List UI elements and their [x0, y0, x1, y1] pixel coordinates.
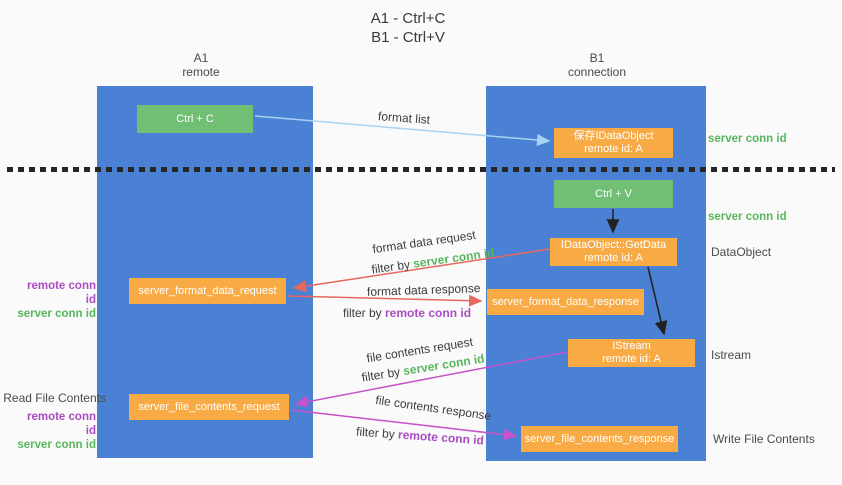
node-server-format-data-response-label: server_format_data_response [492, 295, 639, 308]
arrow-label-filter-by-4: filter by remote conn id [356, 425, 485, 448]
node-istream-line2: remote id: A [602, 353, 661, 365]
side-dataobject: DataObject [711, 245, 772, 259]
lifeline-b1-label: connection [567, 65, 627, 79]
filter-by-2-prefix: filter by [343, 306, 386, 320]
node-istream-line1: IStream [612, 340, 651, 352]
dashed-divider [7, 167, 835, 172]
node-save-idataobject-line1: 保存IDataObject [573, 130, 654, 142]
side-server-conn-id-1: server conn id [17, 308, 96, 320]
title-line-2: B1 - Ctrl+V [371, 29, 445, 46]
side-server-conn-id-2: server conn id [17, 439, 96, 451]
side-remote-conn-id-1: remote conn id [26, 280, 96, 306]
node-server-format-data-request-label: server_format_data_request [138, 284, 277, 297]
node-server-file-contents-request-label: server_file_contents_request [138, 400, 280, 413]
node-ctrl-c: Ctrl + C [137, 105, 253, 133]
node-server-format-data-request: server_format_data_request [129, 278, 286, 304]
arrow-label-format-data-response: format data response [366, 281, 481, 299]
lifeline-header-b1: B1 connection [537, 51, 657, 79]
node-getdata: IDataObject::GetData remote id: A [550, 238, 677, 266]
side-server-conn-id-mid: server conn id [708, 211, 787, 223]
filter-by-3-prefix: filter by [360, 364, 405, 385]
side-server-conn-id-top: server conn id [708, 133, 787, 145]
arrow-label-file-contents-response: file contents response [374, 392, 493, 424]
filter-by-1-prefix: filter by [370, 256, 415, 277]
side-write-file-contents: Write File Contents [713, 432, 815, 446]
side-conn-ids-1: remote conn id server conn id [14, 279, 96, 321]
node-ctrl-c-label: Ctrl + C [176, 112, 214, 125]
node-server-file-contents-response: server_file_contents_response [521, 426, 678, 452]
node-server-file-contents-request: server_file_contents_request [129, 394, 289, 420]
arrow-label-filter-by-2: filter by remote conn id [343, 306, 471, 320]
filter-by-1-value: server conn id [412, 245, 496, 271]
side-remote-conn-id-2: remote conn id [26, 411, 96, 437]
side-conn-ids-2: remote conn id server conn id [14, 410, 96, 452]
arrow-label-format-list: format list [377, 109, 431, 127]
filter-by-4-prefix: filter by [355, 424, 399, 442]
node-istream: IStream remote id: A [568, 339, 695, 367]
node-server-file-contents-response-label: server_file_contents_response [524, 432, 675, 445]
node-ctrl-v-label: Ctrl + V [595, 187, 632, 200]
node-getdata-line1: IDataObject::GetData [560, 239, 667, 251]
node-save-idataobject: 保存IDataObject remote id: A [554, 128, 673, 158]
side-istream: Istream [711, 348, 752, 362]
lifeline-a1-id: A1 [193, 51, 209, 65]
node-server-format-data-response: server_format_data_response [487, 289, 644, 315]
node-ctrl-v: Ctrl + V [554, 180, 673, 208]
side-read-file-contents: Read File Contents [3, 391, 106, 405]
lifeline-header-a1: A1 remote [141, 51, 261, 79]
diagram-title: A1 - Ctrl+C B1 - Ctrl+V [308, 9, 508, 47]
node-getdata-line2: remote id: A [584, 252, 643, 264]
title-line-1: A1 - Ctrl+C [370, 10, 446, 27]
lifeline-a1-label: remote [182, 65, 220, 79]
filter-by-2-value: remote conn id [385, 306, 472, 320]
filter-by-4-value: remote conn id [397, 427, 485, 448]
node-save-idataobject-line2: remote id: A [584, 143, 643, 155]
lifeline-b1-id: B1 [589, 51, 605, 65]
